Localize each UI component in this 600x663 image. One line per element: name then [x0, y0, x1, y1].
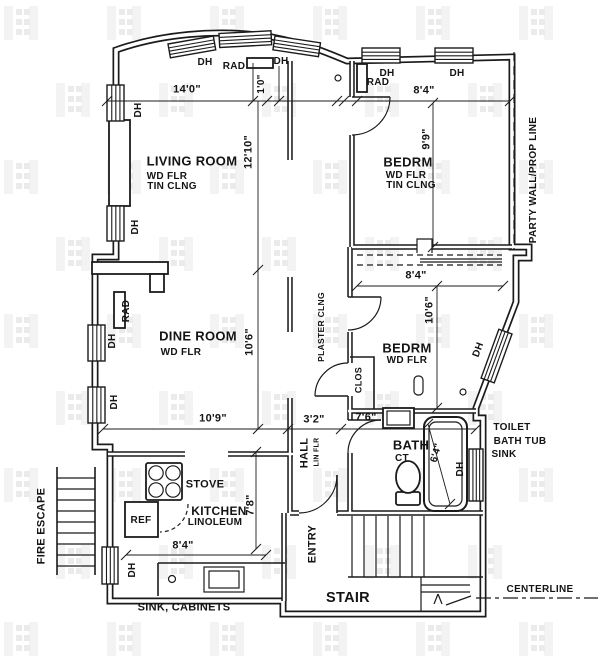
fire-escape-ladder — [56, 467, 96, 575]
radiator — [246, 57, 274, 69]
door-bedroom2 — [347, 296, 382, 331]
watermark-logo — [519, 160, 553, 194]
window-dh — [106, 205, 125, 242]
bathtub — [423, 416, 468, 512]
watermark-logo — [4, 6, 38, 40]
window-dh — [434, 47, 474, 64]
watermark-logo — [4, 622, 38, 656]
window-dh — [101, 546, 119, 585]
chimney-pier — [108, 119, 131, 207]
kitchen-sink — [203, 566, 245, 593]
radiator — [356, 63, 368, 93]
watermark-logo — [4, 468, 38, 502]
watermark-logo — [262, 237, 296, 271]
stair-treads — [348, 516, 483, 612]
watermark-logo — [519, 468, 553, 502]
window-dh — [480, 328, 513, 384]
watermark-logo — [210, 622, 244, 656]
watermark-logo — [4, 314, 38, 348]
watermark-logo — [416, 314, 450, 348]
dimension-ticks — [97, 95, 516, 561]
watermark-logo — [210, 468, 244, 502]
closet-walls — [350, 356, 375, 409]
watermark-logo — [416, 622, 450, 656]
watermark-logo — [468, 237, 502, 271]
watermark-logo — [107, 622, 141, 656]
interior-walls — [108, 61, 512, 601]
door-stop — [413, 375, 424, 396]
watermark-logo — [313, 6, 347, 40]
window-dh — [468, 448, 484, 502]
watermark-logo — [56, 83, 90, 117]
watermark-logo — [159, 83, 193, 117]
watermark-logo — [56, 391, 90, 425]
watermark-logo — [519, 6, 553, 40]
watermark-logo — [210, 160, 244, 194]
pocket-door-notch — [416, 238, 433, 253]
watermark-logo — [56, 545, 90, 579]
refrigerator — [124, 501, 159, 538]
watermark-logo — [468, 83, 502, 117]
watermark-logo — [313, 622, 347, 656]
window-dh — [361, 47, 401, 64]
door-entry — [298, 474, 338, 514]
wall-pier — [91, 261, 169, 275]
bath-sink — [382, 407, 415, 429]
watermark-logo — [519, 622, 553, 656]
window-dh — [87, 386, 106, 424]
detail-circle — [334, 74, 342, 82]
watermark-logo — [159, 545, 193, 579]
watermark-logo — [107, 6, 141, 40]
watermark-logo — [416, 6, 450, 40]
window-bay — [218, 30, 273, 49]
wall-pier-stub — [149, 273, 165, 293]
watermark-logo — [159, 237, 193, 271]
stove — [145, 462, 183, 501]
dimension-lines — [103, 63, 510, 556]
watermark-logo — [4, 160, 38, 194]
door-refrigerator-swing — [159, 503, 189, 533]
door-bedroom1 — [351, 96, 391, 136]
kitchen-counter — [157, 562, 285, 596]
watermark-logo — [416, 160, 450, 194]
window-bay — [272, 35, 322, 58]
watermark-logo — [210, 314, 244, 348]
door-bath — [347, 419, 382, 454]
exterior-walls — [91, 29, 533, 618]
pocket-door-track — [357, 254, 502, 266]
toilet — [395, 460, 421, 506]
window-bay — [167, 35, 217, 59]
door-closet — [314, 362, 349, 397]
watermark-logo — [365, 237, 399, 271]
window-dh — [106, 84, 125, 122]
watermark-logo — [313, 314, 347, 348]
watermark-logo — [519, 314, 553, 348]
detail-circle — [459, 388, 467, 396]
radiator — [113, 291, 126, 329]
watermark-logo — [313, 160, 347, 194]
watermark-logo — [56, 237, 90, 271]
window-dh — [87, 324, 106, 362]
watermark-logo — [159, 391, 193, 425]
